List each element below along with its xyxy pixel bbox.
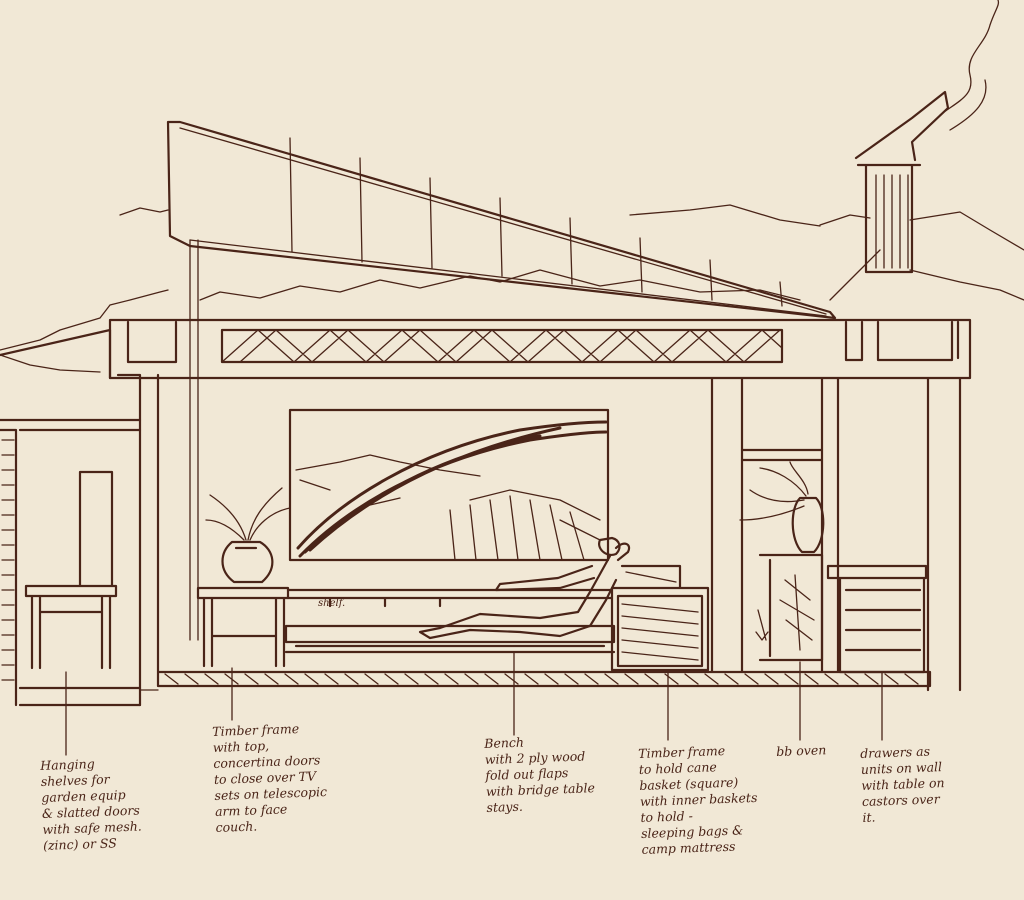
clerestory-band — [220, 328, 784, 364]
oven-fire — [755, 574, 815, 651]
roof-outline — [166, 120, 837, 320]
note-garden-shelves: Hanging shelves for garden equip & slatt… — [40, 756, 143, 853]
landscape-hills — [295, 454, 601, 561]
note-bb-oven: bb oven — [776, 742, 827, 759]
clerestory-hatch — [221, 329, 783, 363]
left-vase-foliage — [205, 487, 291, 541]
right-vase — [791, 496, 825, 554]
bench — [284, 624, 616, 654]
basket-hatch — [621, 571, 699, 661]
smoke — [939, 0, 1000, 131]
parapet — [126, 320, 960, 364]
chimney-hatch — [875, 174, 909, 269]
roof-lines — [179, 127, 827, 317]
picture-window — [288, 408, 610, 562]
note-basket-frame: Timber frame to hold cane basket (square… — [638, 742, 758, 857]
left-cabinet — [196, 586, 290, 668]
drawers-unit — [826, 564, 928, 674]
bb-oven — [740, 448, 824, 662]
leader-lines — [65, 651, 883, 756]
shelf-label: shelf. — [318, 598, 346, 609]
background-hills — [0, 204, 1024, 373]
floor-hatch — [164, 673, 919, 685]
basket-frame — [610, 564, 710, 672]
left-vase — [221, 540, 274, 584]
left-shed — [0, 328, 142, 707]
chimney — [854, 90, 950, 274]
landscape-tree-stroke — [296, 420, 608, 558]
garden-shelf — [24, 470, 118, 670]
note-bench: Bench with 2 ply wood fold out flaps wit… — [484, 734, 596, 815]
right-vase-foliage — [739, 461, 809, 521]
note-timber-frame-tv: Timber frame with top, concertina doors … — [212, 720, 328, 835]
main-frame — [108, 318, 972, 707]
left-shed-hatch — [1, 439, 15, 681]
shelf — [286, 588, 614, 608]
downpipe — [189, 239, 199, 641]
note-drawers: drawers as units on wall with table on c… — [860, 743, 945, 825]
reclining-figure — [418, 536, 631, 640]
